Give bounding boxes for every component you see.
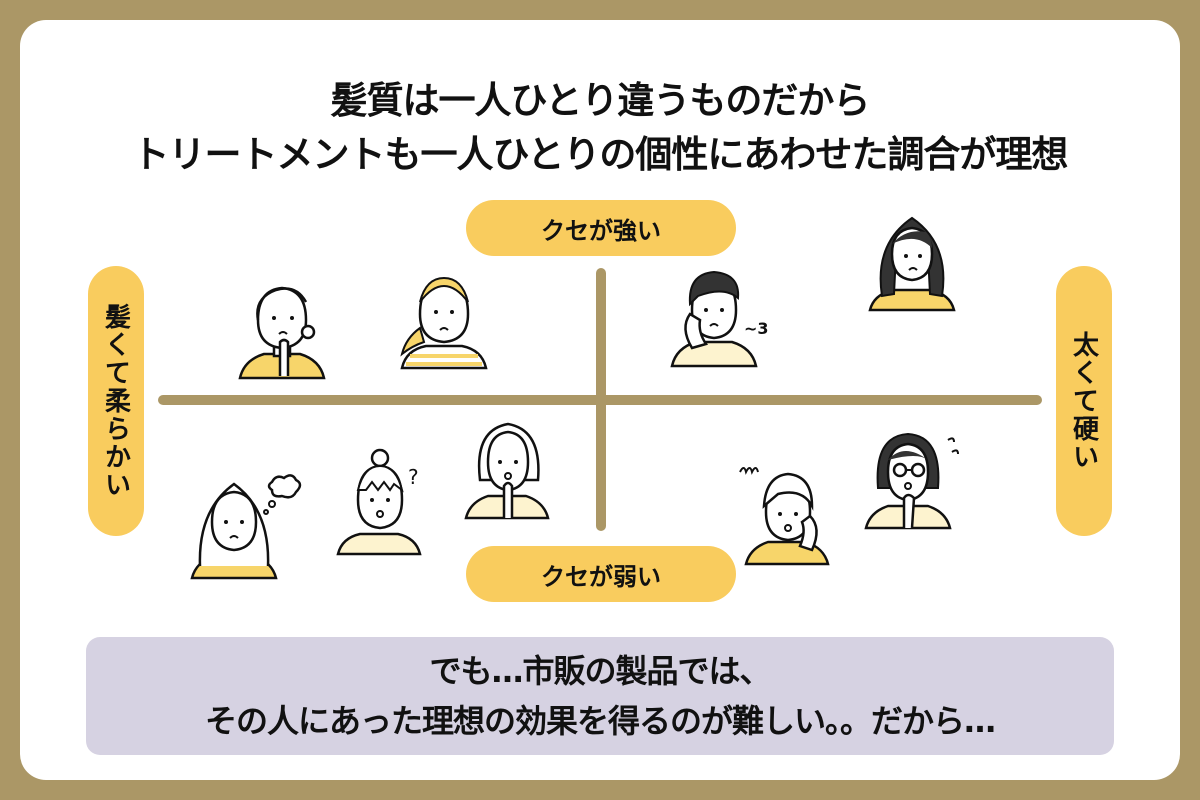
conclusion-line-2: その人にあった理想の効果を得るのが難しい。。だから… bbox=[204, 702, 996, 740]
svg-text:~3: ~3 bbox=[744, 319, 769, 338]
title-line-2: トリートメントも一人ひとりの個性にあわせた調合が理想 bbox=[132, 133, 1069, 176]
woman-confused-icon bbox=[739, 467, 830, 566]
woman-glasses-icon bbox=[864, 432, 959, 530]
woman-long-dark-hair-icon bbox=[868, 216, 956, 312]
page-title: 髪質は一人ひとり違うものだから トリートメントも一人ひとりの個性にあわせた調合が… bbox=[0, 74, 1200, 182]
conclusion-line-1: でも…市販の製品では、 bbox=[429, 652, 771, 690]
woman-bun-question-icon: ? bbox=[336, 448, 422, 556]
woman-ponytail-icon bbox=[400, 276, 488, 370]
conclusion-message-box: でも…市販の製品では、 その人にあった理想の効果を得るのが難しい。。だから… bbox=[86, 637, 1114, 755]
axis-label-thick-hard: 太くて硬い bbox=[1056, 266, 1112, 536]
woman-thought-bubble-icon bbox=[190, 474, 302, 580]
woman-bob-thinking-icon bbox=[464, 422, 550, 520]
svg-text:?: ? bbox=[408, 465, 419, 489]
axis-label-strong-curl: クセが強い bbox=[466, 200, 736, 256]
title-line-1: 髪質は一人ひとり違うものだから bbox=[330, 79, 871, 122]
vertical-axis bbox=[596, 268, 606, 531]
axis-label-fine-soft: 髪くて柔らかい bbox=[88, 266, 144, 536]
woman-sighing-icon: ~3 bbox=[670, 270, 769, 368]
axis-label-weak-curl: クセが弱い bbox=[466, 546, 736, 602]
woman-finger-on-chin-icon bbox=[238, 286, 326, 380]
